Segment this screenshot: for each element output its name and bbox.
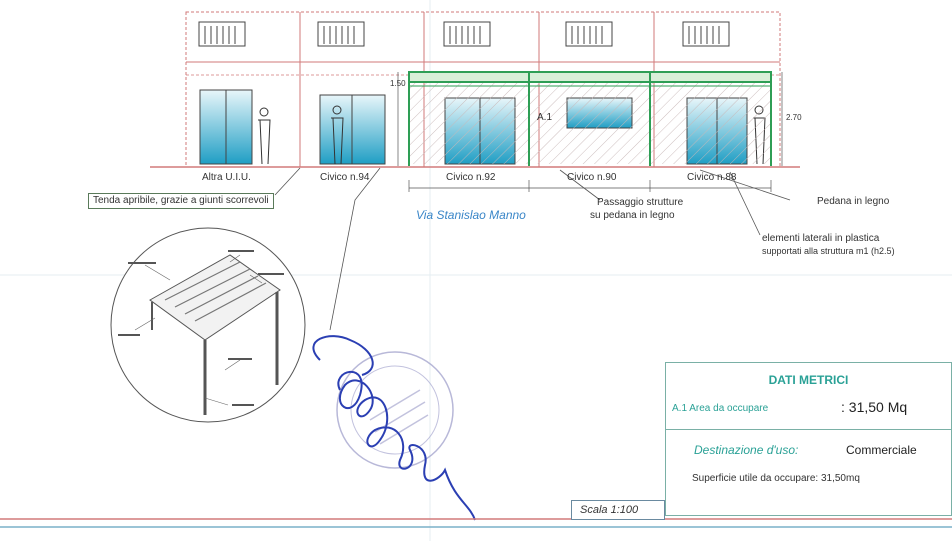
note-tenda: Tenda apribile, grazie a giunti scorrevo… [88, 193, 274, 209]
destinazione-value: Commerciale [846, 443, 917, 457]
area-tag: A.1 [537, 112, 553, 123]
pergola-detail [110, 227, 306, 423]
note-elementi-2: supportati alla struttura m1 (h2.5) [762, 246, 895, 256]
destinazione-label: Destinazione d'uso: [694, 443, 799, 457]
scale-label: Scala 1:100 [571, 500, 665, 520]
pergola-structure [397, 71, 783, 192]
height-label-right: 2.70 [786, 113, 802, 122]
superficie-text: Superficie utile da occupare: 31,50mq [692, 473, 860, 484]
area-label: A.1 Area da occupare [672, 403, 769, 414]
civic-label-2: Civico n.92 [446, 172, 496, 183]
street-name: Via Stanislao Manno [416, 208, 526, 222]
note-passaggio-1: Passaggio strutture [597, 197, 684, 208]
note-elementi-1: elementi laterali in plastica [762, 233, 880, 244]
signature [312, 335, 476, 521]
official-stamp [336, 351, 454, 469]
civic-label-4: Civico n.88 [687, 172, 737, 183]
area-value: : 31,50 Mq [841, 399, 908, 415]
dati-metrici-title: DATI METRICI [768, 373, 849, 387]
civic-label-0: Altra U.I.U. [202, 172, 251, 183]
dati-metrici-box: DATI METRICI A.1 Area da occupare : 31,5… [665, 362, 952, 516]
divider [666, 429, 951, 430]
height-label-left: 1.50 [390, 79, 406, 88]
note-passaggio-2: su pedana in legno [590, 210, 675, 221]
note-pedana: Pedana in legno [817, 196, 890, 207]
civic-label-1: Civico n.94 [320, 172, 370, 183]
civic-label-3: Civico n.90 [567, 172, 617, 183]
leader-lines [274, 167, 791, 331]
